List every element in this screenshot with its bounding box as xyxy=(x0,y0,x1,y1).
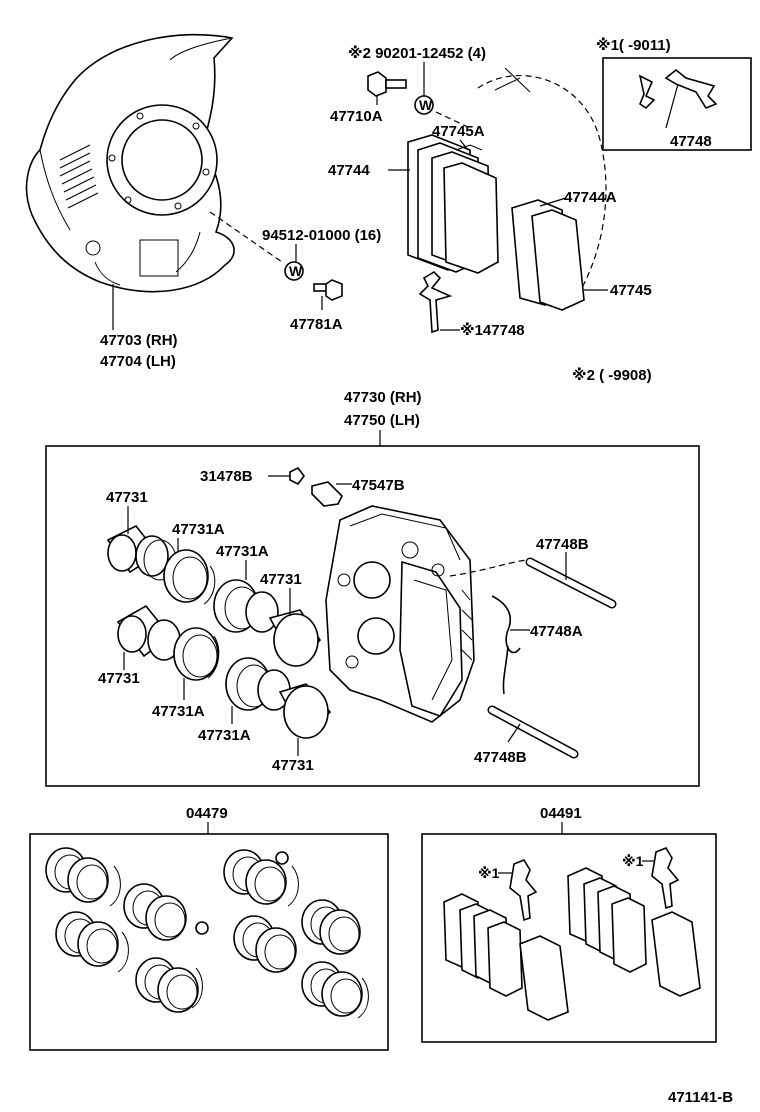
pistons-and-seals-drawing xyxy=(106,524,332,739)
label-47744: 47744 xyxy=(328,162,370,179)
label-47730: 47730 (RH) xyxy=(344,389,422,406)
pads-inner-drawing xyxy=(407,134,499,274)
note-1-label: ※1( -9011) xyxy=(596,36,671,54)
label-47745a: 47745A xyxy=(432,123,485,140)
label-kit-note-1a: ※1 xyxy=(478,865,500,881)
bleeder-plug-drawing xyxy=(311,481,343,507)
label-90201-12452: ※2 90201-12452 (4) xyxy=(348,44,486,62)
kit-04479-box xyxy=(29,833,389,1051)
label-47781a: 47781A xyxy=(290,316,343,333)
washer-mark-1 xyxy=(414,95,434,115)
washer-mark-2 xyxy=(284,261,304,281)
label-47731-a: 47731 xyxy=(106,489,148,506)
label-47731a-a: 47731A xyxy=(172,521,225,538)
note-1-box xyxy=(602,57,752,151)
bolt-47710a-drawing xyxy=(367,71,407,97)
label-47744a: 47744A xyxy=(564,189,617,206)
spring-47748a-drawing xyxy=(491,595,521,695)
bolt-47781a-drawing xyxy=(313,279,343,301)
label-47731-d: 47731 xyxy=(272,757,314,774)
dash-line-pin xyxy=(449,559,531,577)
leader-47748 xyxy=(665,83,679,129)
dash-line-cover xyxy=(209,211,283,263)
pin-47748b-upper-drawing xyxy=(525,557,617,609)
bleeder-cap-drawing xyxy=(289,466,305,486)
label-47547b: 47547B xyxy=(352,477,405,494)
note-2-label: ※2 ( -9908) xyxy=(572,366,652,384)
washer-mark-1-text: W xyxy=(419,97,433,113)
leader-47745a xyxy=(459,139,469,151)
washer-mark-2-text: W xyxy=(289,263,303,279)
label-47731-b: 47731 xyxy=(260,571,302,588)
diagram-code: 471141-B xyxy=(668,1089,733,1106)
label-47731a-d: 47731A xyxy=(198,727,251,744)
pin-47748b-lower-drawing xyxy=(487,705,579,759)
label-47748b-upper: 47748B xyxy=(536,536,589,553)
label-47731a-c: 47731A xyxy=(152,703,205,720)
label-kit-note-1b: ※1 xyxy=(622,853,644,869)
leader-47748b-lower xyxy=(507,723,521,743)
label-31478b: 31478B xyxy=(200,468,253,485)
label-47703: 47703 (RH) xyxy=(100,332,178,349)
label-147748: ※147748 xyxy=(460,321,525,339)
disc-outline xyxy=(477,74,607,301)
label-94512-01000: 94512-01000 (16) xyxy=(262,227,381,244)
label-04491: 04491 xyxy=(540,805,582,822)
label-47731-c: 47731 xyxy=(98,670,140,687)
clip-47748-drawing xyxy=(638,68,718,110)
label-47750: 47750 (LH) xyxy=(344,412,420,429)
caliper-assy-box xyxy=(45,445,700,787)
label-47731a-b: 47731A xyxy=(216,543,269,560)
label-47710a: 47710A xyxy=(330,108,383,125)
label-47704: 47704 (LH) xyxy=(100,353,176,370)
label-47748b-lower: 47748B xyxy=(474,749,527,766)
clip-147748-drawing xyxy=(418,270,453,334)
seal-kit-drawing xyxy=(45,847,369,1019)
dust-cover-drawing xyxy=(25,33,235,293)
label-47748a: 47748A xyxy=(530,623,583,640)
disc-mark xyxy=(494,67,531,93)
caliper-body-drawing xyxy=(325,505,475,723)
label-04479: 04479 xyxy=(186,805,228,822)
pad-kit-drawing xyxy=(443,847,701,1021)
label-47748: 47748 xyxy=(670,133,712,150)
kit-04491-box xyxy=(421,833,717,1043)
label-47745: 47745 xyxy=(610,282,652,299)
leader-47744a xyxy=(539,197,567,207)
pads-outer-drawing xyxy=(511,199,585,311)
dash-line-bolt xyxy=(435,111,471,129)
